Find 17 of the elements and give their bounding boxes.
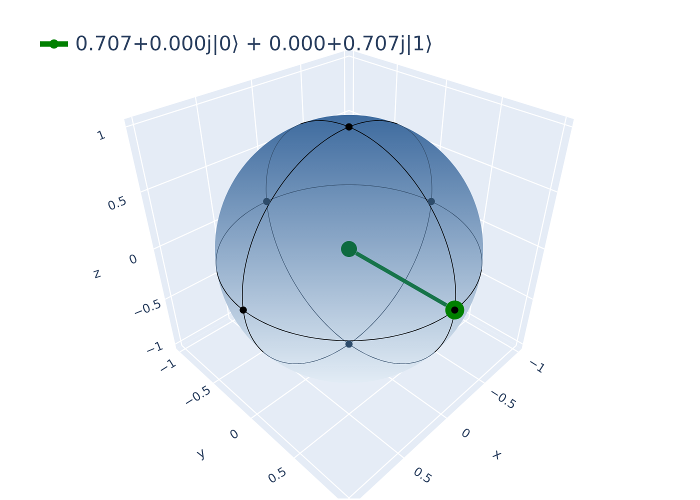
- tick-label: −0.5: [491, 390, 516, 408]
- tick-label: −1: [530, 360, 544, 373]
- axis-title: x: [492, 450, 502, 460]
- axis-title: z: [93, 270, 101, 278]
- tick-label: 1: [97, 130, 106, 140]
- tick-label: 0.5: [108, 196, 126, 210]
- axis-title: y: [196, 449, 204, 461]
- tick-label: 0.5: [414, 468, 432, 482]
- tick-label: −1: [160, 359, 176, 371]
- tick-label: 0: [130, 254, 136, 264]
- tick-label: 0.5: [268, 467, 286, 482]
- tick-label: −0.5: [186, 385, 210, 404]
- tick-label: −1: [147, 342, 163, 352]
- tick-label: 0: [462, 428, 470, 438]
- legend-text: 0.707+0.000j|0⟩ + 0.000+0.707j|1⟩: [76, 35, 431, 55]
- tick-label: −0.5: [134, 299, 160, 314]
- tick-label: 0: [230, 430, 238, 438]
